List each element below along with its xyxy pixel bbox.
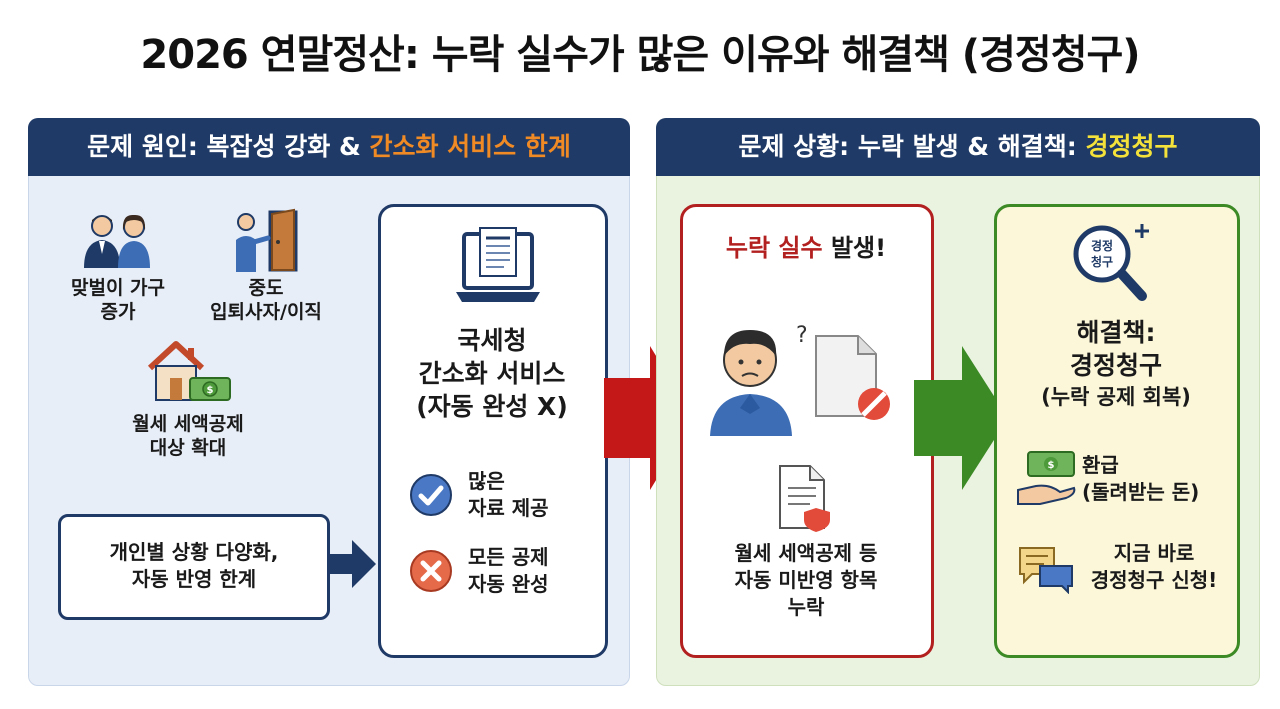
solution-title-line1: 해결책:: [1076, 318, 1156, 347]
solution-title-line3: (누락 공제 회복): [1041, 385, 1191, 409]
cross-icon: [410, 550, 452, 592]
house-rent-icon: $: [147, 341, 231, 401]
cause-job-change-line2: 입퇴사자/이직: [210, 301, 322, 323]
cause-rent-line2: 대상 확대: [149, 437, 227, 459]
solution-card: [994, 204, 1240, 658]
nts-title-line1: 국세청: [457, 326, 527, 355]
cause-dual-income: 맞벌이 가구 증가: [58, 276, 178, 324]
page-title: 2026 연말정산: 누락 실수가 많은 이유와 해결책 (경정청구): [140, 32, 1140, 78]
cause-header-highlight: 간소화 서비스 한계: [369, 132, 571, 161]
check-icon: [410, 474, 452, 516]
missed-title-rest: 발생!: [822, 234, 887, 262]
cross-item-line1: 모든 공제: [468, 545, 549, 569]
cause-dual-income-line2: 증가: [100, 301, 136, 323]
missing-document-icon: [815, 335, 890, 420]
small-arrow-icon: [330, 540, 376, 588]
individual-variation-box: 개인별 상황 다양화, 자동 반영 한계: [58, 514, 330, 620]
apply-text: 지금 바로 경정청구 신청!: [1076, 540, 1232, 594]
cause-job-change: 중도 입퇴사자/이직: [196, 276, 336, 324]
check-item-line2: 자료 제공: [468, 496, 549, 520]
cross-item-text: 모든 공제 자동 완성: [468, 544, 598, 598]
magnifier-icon: 경정 청구: [1073, 224, 1149, 301]
nts-title-line2: 간소화 서비스: [418, 359, 566, 388]
couple-icon: [84, 214, 150, 268]
svg-text:$: $: [1048, 460, 1055, 471]
apply-line2: 경정청구 신청!: [1090, 568, 1218, 592]
situation-panel-header: 문제 상황: 누락 발생 & 해결책: 경정청구: [656, 118, 1260, 176]
svg-text:?: ?: [796, 323, 806, 348]
solution-title: 해결책: 경정청구 (누락 공제 회복): [996, 316, 1236, 413]
magnifier-text-2: 청구: [1091, 254, 1113, 269]
missed-desc-line1: 월세 세액공제 등: [734, 541, 878, 565]
confused-person-icon: ?: [710, 323, 806, 436]
nts-title-line3: (자동 완성 X): [416, 392, 568, 421]
cause-dual-income-line1: 맞벌이 가구: [70, 277, 165, 299]
missed-title: 누락 실수 발생!: [682, 228, 930, 263]
missed-title-red: 누락 실수: [725, 234, 823, 262]
cause-panel-header: 문제 원인: 복잡성 강화 & 간소화 서비스 한계: [28, 118, 630, 176]
cross-item-line2: 자동 완성: [468, 572, 549, 596]
cause-rent-line1: 월세 세액공제: [132, 413, 244, 435]
individual-line1: 개인별 상황 다양화,: [109, 540, 279, 564]
cause-job-change-line1: 중도: [248, 277, 284, 299]
nts-title: 국세청 간소화 서비스 (자동 완성 X): [380, 324, 604, 423]
laptop-icon: [456, 227, 540, 302]
solution-title-line2: 경정청구: [1069, 351, 1162, 380]
svg-text:$: $: [207, 385, 214, 396]
chat-bubble-icon: [1019, 547, 1073, 594]
refund-line1: 환급: [1082, 453, 1119, 477]
situation-header-text: 문제 상황: 누락 발생 & 해결책:: [738, 132, 1086, 161]
document-shield-icon: [779, 465, 830, 532]
refund-line2: (돌려받는 돈): [1082, 480, 1200, 504]
missed-desc-line2: 자동 미반영 항목: [734, 568, 878, 592]
exit-door-icon: [236, 208, 298, 272]
situation-header-highlight: 경정청구: [1085, 132, 1178, 161]
apply-line1: 지금 바로: [1113, 541, 1195, 565]
cause-header-text: 문제 원인: 복잡성 강화 &: [87, 132, 370, 161]
cause-rent-credit: 월세 세액공제 대상 확대: [108, 412, 268, 460]
refund-money-icon: $: [1017, 451, 1076, 505]
magnifier-text-1: 경정: [1091, 238, 1113, 253]
refund-text: 환급 (돌려받는 돈): [1082, 452, 1228, 506]
individual-line2: 자동 반영 한계: [131, 567, 257, 591]
missed-desc: 월세 세액공제 등 자동 미반영 항목 누락: [682, 540, 930, 621]
check-item-line1: 많은: [468, 469, 505, 493]
missed-desc-line3: 누락: [787, 595, 825, 619]
green-arrow-icon: [914, 346, 1008, 490]
check-item-text: 많은 자료 제공: [468, 468, 598, 522]
